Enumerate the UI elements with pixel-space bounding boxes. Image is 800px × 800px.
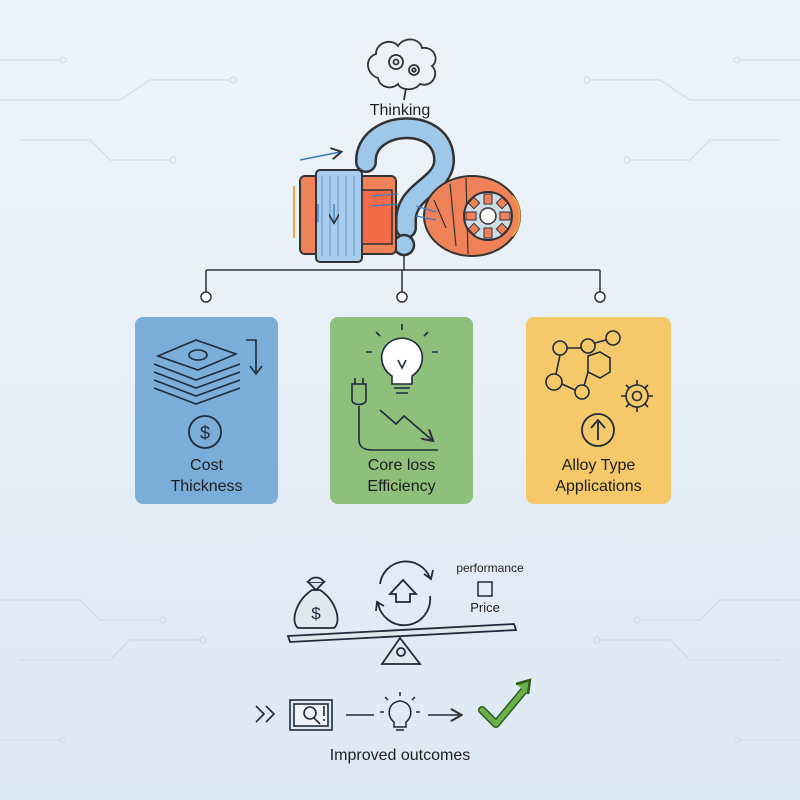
checkbox-icon (477, 581, 493, 597)
trend-down-icon (379, 409, 432, 440)
tree-connectors (200, 255, 606, 303)
dollar-icon: $ (188, 415, 222, 449)
thinking-title: Thinking (369, 102, 431, 119)
price-label: Price (470, 600, 500, 615)
transformer-core-icon (293, 152, 399, 263)
lightbulb-small-icon (380, 692, 420, 731)
improved-outcomes-label: Improved outcomes (329, 747, 471, 764)
card-core-loss-line2: Efficiency (367, 478, 436, 495)
question-mark-icon (355, 117, 455, 257)
up-arrow-icon (581, 413, 615, 447)
brain-gears-icon (367, 38, 437, 101)
card-core-loss (330, 317, 473, 504)
svg-text:$: $ (311, 604, 321, 623)
magnifier-document-icon (289, 699, 333, 731)
card-cost-labels: Cost Thickness (135, 455, 278, 497)
cycle-arrows-icon (375, 560, 434, 627)
card-cost-line1: Cost (190, 457, 223, 474)
seesaw-icon (286, 623, 518, 665)
check-arrow-icon (478, 678, 532, 728)
plug-icon (351, 378, 438, 451)
lightbulb-icon (366, 324, 438, 394)
motor-rotor-icon (415, 175, 521, 257)
svg-text:$: $ (200, 423, 210, 443)
card-cost-line2: Thickness (170, 478, 243, 495)
card-cost (135, 317, 278, 504)
card-core-loss-line1: Core loss (367, 457, 436, 474)
performance-label: performance (456, 561, 524, 575)
card-alloy-labels: Alloy Type Applications (526, 455, 671, 497)
money-bag-icon: $ (293, 576, 339, 629)
card-alloy-line2: Applications (555, 478, 642, 495)
money-stack-icon (153, 339, 263, 405)
molecule-icon (545, 330, 621, 400)
chevrons-icon (255, 705, 276, 723)
gear-icon (621, 380, 653, 412)
card-alloy (526, 317, 671, 504)
card-core-loss-labels: Core loss Efficiency (330, 455, 473, 497)
card-alloy-line1: Alloy Type (561, 457, 636, 474)
